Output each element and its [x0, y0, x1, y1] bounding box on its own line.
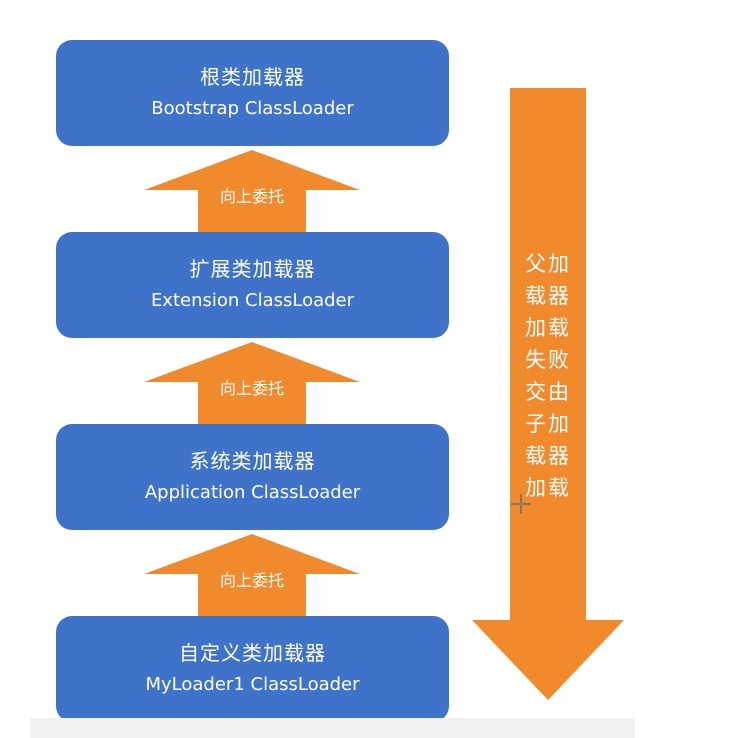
delegate-up-label: 向上委托	[219, 571, 284, 590]
up-arrow-icon	[144, 342, 360, 424]
crosshair-cursor-icon	[511, 494, 531, 514]
extension-classloader-box: 扩展类加载器 Extension ClassLoader	[56, 232, 449, 338]
loader-name-en: Extension ClassLoader	[150, 290, 355, 311]
custom-classloader-box: 自定义类加载器 MyLoader1 ClassLoader	[56, 616, 449, 722]
up-arrow-icon	[144, 150, 360, 232]
up-arrow-icon	[144, 534, 360, 616]
loader-name-en: Bootstrap ClassLoader	[151, 98, 354, 119]
loader-name-cn: 扩展类加载器	[189, 257, 316, 281]
loader-name-cn: 系统类加载器	[189, 449, 316, 473]
loader-name-cn: 自定义类加载器	[179, 641, 326, 665]
application-classloader-box: 系统类加载器 Application ClassLoader	[56, 424, 449, 530]
fallback-down-label: 父加载器加载失败交由子加载器加载	[525, 252, 571, 500]
delegate-up-label: 向上委托	[219, 187, 284, 206]
delegate-up-arrow: 向上委托	[144, 534, 360, 616]
down-arrow-icon	[472, 88, 624, 700]
bootstrap-classloader-box: 根类加载器 Bootstrap ClassLoader	[56, 40, 449, 146]
bottom-shade-strip	[30, 718, 635, 738]
fallback-down-arrow: 父加载器加载失败交由子加载器加载	[472, 88, 624, 700]
delegate-up-arrow: 向上委托	[144, 150, 360, 232]
delegate-up-arrow: 向上委托	[144, 342, 360, 424]
delegate-up-label: 向上委托	[219, 379, 284, 398]
loader-name-en: MyLoader1 ClassLoader	[145, 674, 360, 695]
loader-name-en: Application ClassLoader	[144, 482, 361, 503]
loader-name-cn: 根类加载器	[200, 65, 305, 89]
